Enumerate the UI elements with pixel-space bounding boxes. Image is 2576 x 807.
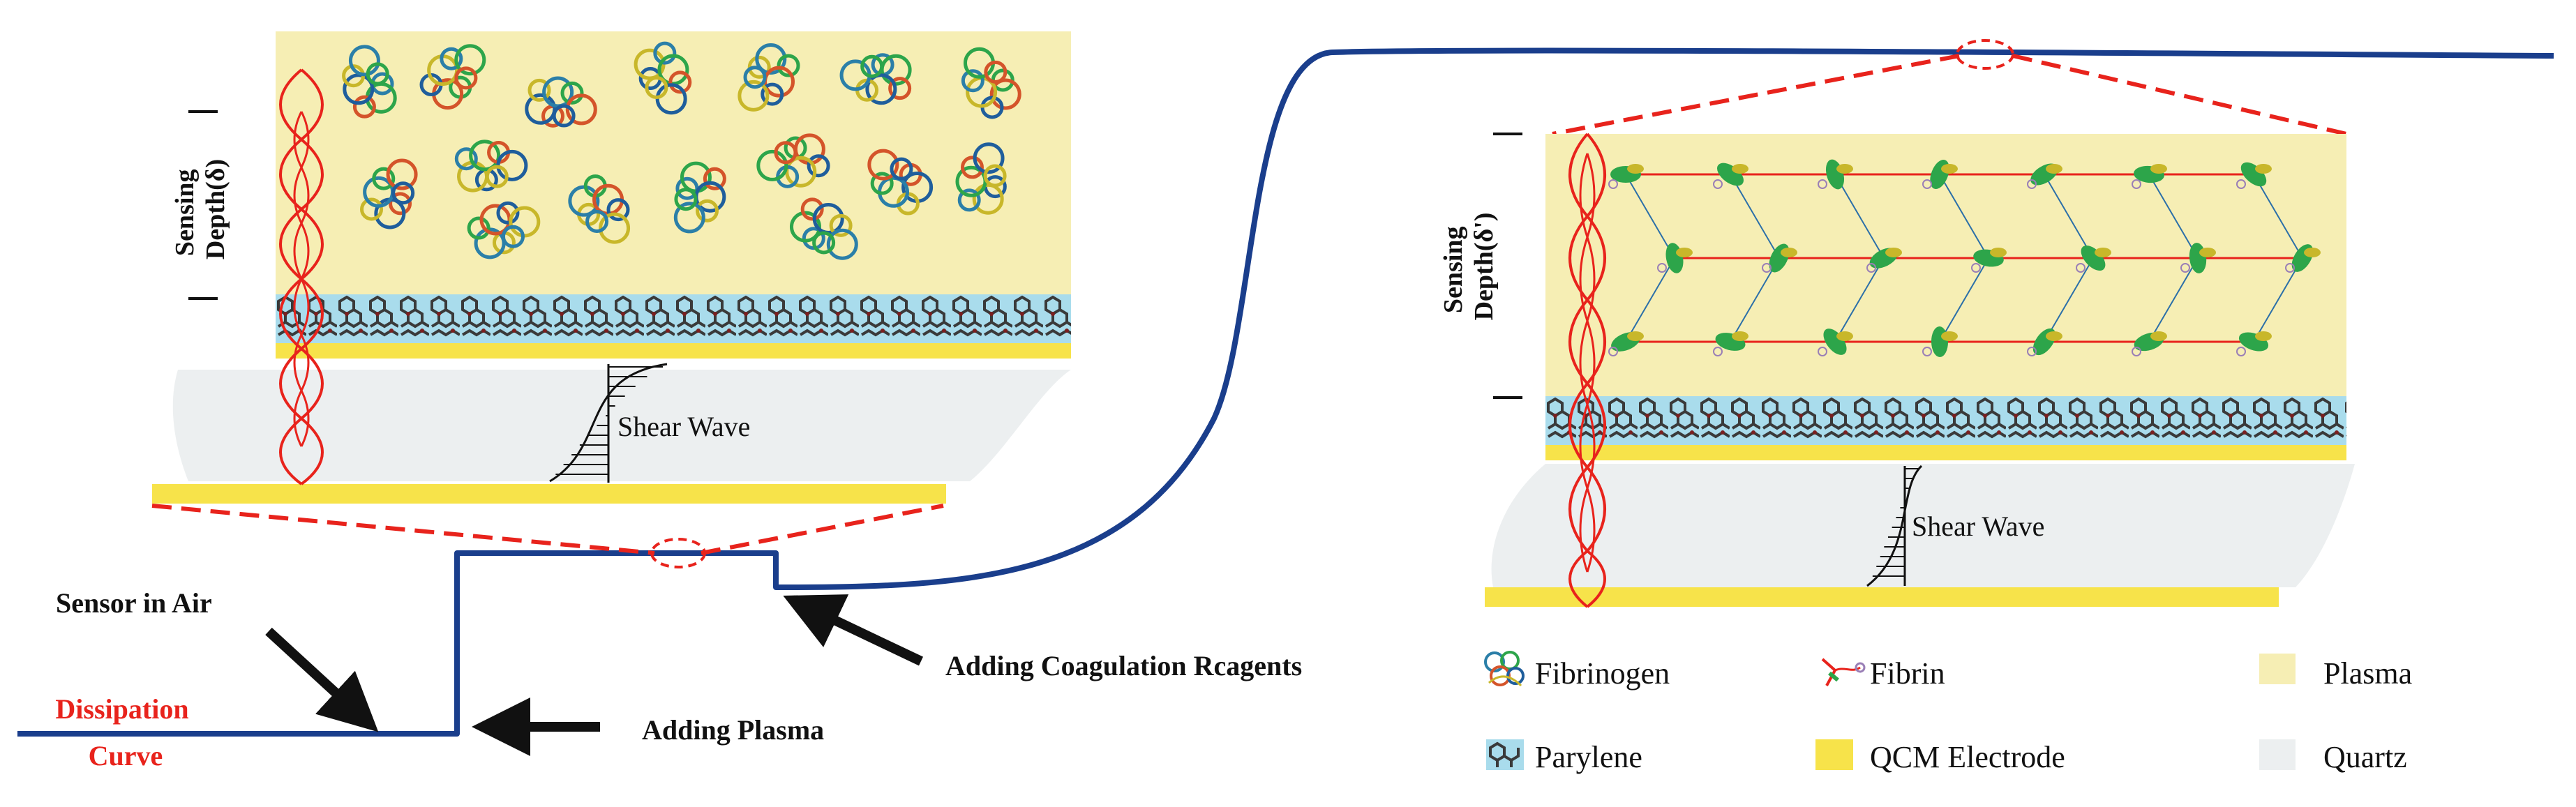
- fibrin-icon: [1821, 658, 1866, 686]
- inset-coagulation-stage: Sensing Depth(δ') Shear Wave: [1439, 133, 2355, 608]
- fibrinogen-molecule: [568, 174, 631, 244]
- fibrinogen-molecule: [419, 44, 486, 110]
- fibrin-strand: [2044, 257, 2094, 342]
- qcm-electrode-swatch: [1815, 739, 1853, 770]
- parylene-layer-right: [1545, 396, 2346, 445]
- fibrinogen-molecules: [342, 41, 1021, 260]
- qcm-electrode-top-right: [1545, 445, 2346, 460]
- dissipation-curve-label: Dissipation Curve: [55, 693, 195, 771]
- fibrin-strand: [1834, 174, 1885, 259]
- qcm-electrode-top: [276, 343, 1071, 359]
- fibrin-node: [2076, 245, 2111, 273]
- adding-plasma-label: Adding Plasma: [642, 714, 824, 746]
- fibrinogen-icon: [1484, 651, 1525, 687]
- legend-plasma-label: Plasma: [2323, 656, 2412, 691]
- sensing-depth-label-left: Sensing Depth(δ): [170, 159, 230, 259]
- fibrinogen-molecule: [454, 139, 528, 193]
- shear-wave-profile-left: [549, 363, 668, 483]
- fibrin-node: [2180, 243, 2216, 273]
- fibrin-node: [1922, 160, 1958, 189]
- fibrinogen-molecule: [342, 45, 397, 119]
- fibrin-strand: [2253, 174, 2303, 259]
- fibrinogen-molecule: [961, 47, 1021, 119]
- adding-coagulation-label: Adding Coagulation Rcagents: [945, 650, 1302, 681]
- fibrin-node: [1608, 331, 1644, 356]
- fibrin-strand: [2148, 257, 2199, 342]
- fibrin-strand: [1625, 257, 1675, 342]
- standing-wave-left: [279, 68, 324, 485]
- zoom-ellipse-coagulation: [1956, 39, 2014, 70]
- parylene-icon: [1486, 739, 1524, 770]
- quartz-swatch: [2259, 739, 2296, 770]
- fibrin-node: [1818, 159, 1853, 190]
- quartz-layer-right: [1491, 464, 2355, 587]
- shear-wave-label-left: Shear Wave: [617, 411, 750, 442]
- dissipation-curve: [17, 47, 2554, 737]
- standing-wave-right: [1568, 133, 1606, 608]
- fibrin-node: [1818, 329, 1853, 356]
- shear-wave-profile-right: [1866, 465, 1923, 587]
- zoom-line-right-a: [1552, 54, 1960, 136]
- legend-fibrinogen-label: Fibrinogen: [1535, 656, 1670, 691]
- fibrin-strand: [1625, 174, 1675, 259]
- fibrin-node: [2236, 162, 2272, 189]
- fibrinogen-molecule: [839, 53, 912, 105]
- fibrin-network: [1608, 159, 2321, 357]
- fibrinogen-molecule: [955, 142, 1007, 215]
- fibrin-node: [2132, 164, 2167, 189]
- fibrin-node: [1713, 163, 1748, 189]
- zoom-line-right-b: [2012, 54, 2347, 136]
- plasma-swatch: [2259, 654, 2296, 684]
- fibrinogen-molecule: [467, 201, 541, 259]
- fibrin-strand: [1939, 174, 1989, 259]
- fibrin-strand: [2148, 174, 2199, 259]
- fibrin-node: [2132, 331, 2167, 356]
- fibrin-strand: [1730, 257, 1780, 342]
- fibrinogen-molecule: [756, 133, 830, 188]
- parylene-layer: [276, 294, 1071, 343]
- qcm-electrode-bottom-right: [1485, 587, 2279, 607]
- sensing-depth-label-right: Sensing Depth(δ'): [1439, 213, 1499, 321]
- fibrinogen-molecule: [525, 76, 597, 128]
- legend-quartz-label: Quartz: [2323, 740, 2407, 774]
- zoom-line-left-a: [151, 504, 655, 555]
- fibrinogen-molecule: [360, 158, 418, 229]
- fibrin-node: [2236, 331, 2272, 356]
- fibrin-node: [1922, 326, 1958, 357]
- sensor-in-air-label: Sensor in Air: [56, 587, 212, 619]
- fibrin-node: [2027, 163, 2062, 189]
- fibrin-node: [2285, 244, 2321, 273]
- legend-parylene-label: Parylene: [1535, 740, 1642, 774]
- legend: Fibrinogen Fibrin Plasma Parylene QCM El…: [1484, 651, 2412, 774]
- fibrin-node: [1608, 164, 1644, 189]
- fibrin-node: [1866, 248, 1902, 273]
- fibrinogen-molecule: [737, 43, 800, 112]
- legend-fibrin-label: Fibrin: [1870, 656, 1945, 691]
- fibrin-strand: [1939, 257, 1989, 342]
- fibrin-node: [1971, 248, 2007, 273]
- fibrin-node: [1713, 331, 1748, 356]
- fibrin-strand: [1730, 174, 1780, 259]
- fibrinogen-molecule: [789, 197, 858, 260]
- fibrin-strand: [1834, 257, 1885, 342]
- qcm-electrode-bottom: [152, 484, 946, 504]
- fibrin-node: [1762, 243, 1797, 273]
- fibrinogen-molecule: [867, 149, 934, 216]
- quartz-layer: [172, 370, 1071, 481]
- legend-qcm-electrode-label: QCM Electrode: [1870, 740, 2065, 774]
- fibrin-strand: [2253, 257, 2303, 342]
- adding-coagulation-arrow: [783, 594, 924, 666]
- fibrin-node: [2027, 328, 2062, 356]
- fibrinogen-molecule: [673, 161, 726, 234]
- shear-wave-label-right: Shear Wave: [1912, 511, 2044, 542]
- inset-plasma-stage: Sensing Depth(δ) Shear Wave: [152, 31, 1071, 504]
- zoom-line-left-b: [701, 504, 944, 555]
- fibrin-node: [1657, 243, 1693, 273]
- fibrinogen-molecule: [634, 41, 692, 115]
- sensor-in-air-arrow: [265, 627, 379, 732]
- fibrin-strand: [2044, 174, 2094, 259]
